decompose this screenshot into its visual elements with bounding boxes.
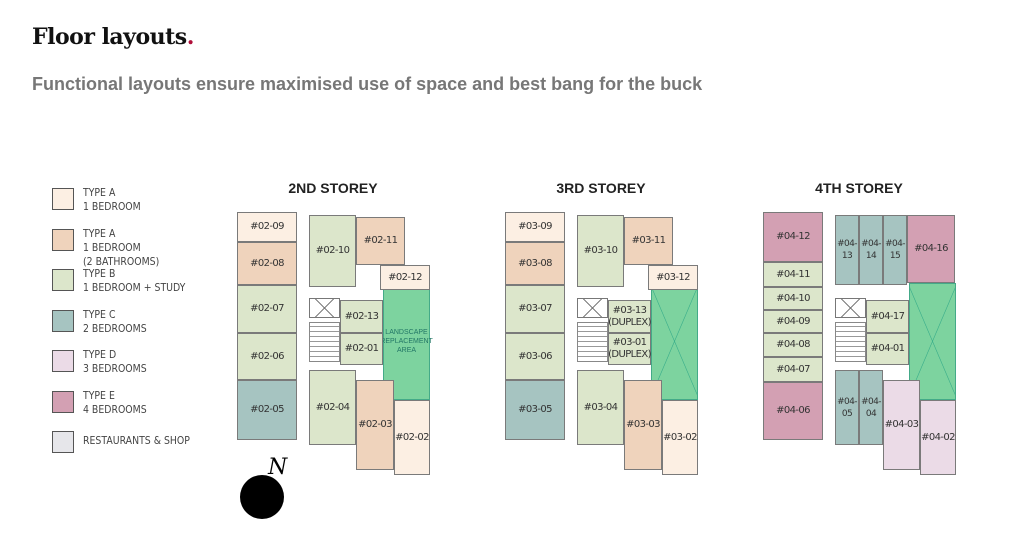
legend-swatch — [52, 350, 74, 372]
page-title: Floor layouts. — [32, 24, 194, 50]
legend-swatch — [52, 309, 74, 332]
unit-02-12: #02-12 — [380, 265, 430, 290]
title-text: Floor layouts — [32, 24, 187, 50]
legend-item: RESTAURANTS & SHOP — [52, 429, 209, 453]
legend-swatch — [52, 269, 74, 291]
storey-title: 4TH STOREY — [815, 180, 903, 196]
legend-label-line: 1 BEDROOM — [83, 200, 141, 213]
unit-03-11: #03-11 — [624, 217, 673, 265]
legend-label-line: 1 BEDROOM — [83, 240, 141, 254]
unit-02-08: #02-08 — [237, 242, 297, 285]
unit-04-02: #04-02 — [920, 400, 956, 475]
legend-swatch — [52, 390, 74, 413]
unit-03-08: #03-08 — [505, 242, 565, 285]
page-subtitle: Functional layouts ensure maximised use … — [32, 74, 703, 94]
legend-swatch — [52, 431, 74, 453]
legend-label-line: 4 BEDROOMS — [83, 402, 147, 416]
compass-north-label: N — [268, 455, 288, 480]
landscape-area — [651, 283, 698, 400]
unit-04-15: #04-15 — [883, 215, 907, 285]
legend-label-line: TYPE A — [83, 186, 116, 199]
unit-04-03: #04-03 — [883, 380, 920, 470]
unit-03-05: #03-05 — [505, 380, 565, 440]
landscape-area — [909, 283, 956, 400]
legend-label-line: (2 BATHROOMS) — [83, 254, 160, 268]
unit-02-10: #02-10 — [309, 215, 356, 287]
unit-04-04: #04-04 — [859, 370, 883, 445]
legend-swatch — [52, 228, 74, 251]
unit-03-07: #03-07 — [505, 285, 565, 333]
unit-04-10: #04-10 — [763, 287, 823, 310]
unit-03-02: #03-02 — [662, 400, 698, 475]
legend-label-line: TYPE A — [83, 226, 116, 240]
unit-02-02: #02-02 — [394, 400, 430, 475]
legend-label-line: TYPE B — [83, 267, 116, 280]
lift-icon — [577, 298, 608, 318]
unit-02-06: #02-06 — [237, 333, 297, 380]
unit-04-17: #04-17 — [866, 300, 909, 333]
title-dot: . — [186, 24, 195, 50]
unit-02-01: #02-01 — [340, 333, 383, 365]
unit-04-01: #04-01 — [866, 333, 909, 365]
staircase-icon — [835, 322, 866, 362]
legend-label: RESTAURANTS & SHOP — [83, 429, 190, 448]
legend-label-line: TYPE D — [83, 348, 117, 361]
staircase-icon — [309, 322, 340, 362]
unit-03-04: #03-04 — [577, 370, 624, 445]
legend-label-line: TYPE E — [83, 388, 115, 402]
unit-04-11: #04-11 — [763, 262, 823, 287]
compass-icon — [240, 475, 284, 519]
unit-03-06: #03-06 — [505, 333, 565, 380]
unit-02-09: #02-09 — [237, 212, 297, 242]
legend-label-line: TYPE C — [83, 307, 116, 321]
unit-04-06: #04-06 — [763, 382, 823, 440]
unit-03-09: #03-09 — [505, 212, 565, 242]
unit-02-05: #02-05 — [237, 380, 297, 440]
unit-04-09: #04-09 — [763, 310, 823, 333]
lift-icon — [835, 298, 866, 318]
unit-02-07: #02-07 — [237, 285, 297, 333]
legend-swatch — [52, 188, 74, 210]
legend-label-line: 2 BEDROOMS — [83, 321, 147, 335]
legend-label-line: 1 BEDROOM + STUDY — [83, 281, 186, 294]
unit-02-13: #02-13 — [340, 300, 383, 333]
unit-03-13: #03-13 (DUPLEX) — [608, 300, 652, 333]
legend-label-line: RESTAURANTS & SHOP — [83, 434, 190, 447]
unit-04-07: #04-07 — [763, 357, 823, 382]
unit-02-11: #02-11 — [356, 217, 405, 265]
unit-04-12: #04-12 — [763, 212, 823, 262]
unit-04-08: #04-08 — [763, 333, 823, 357]
unit-03-01: #03-01 (DUPLEX) — [608, 333, 652, 365]
staircase-icon — [577, 322, 608, 362]
unit-03-03: #03-03 — [624, 380, 662, 470]
unit-04-05: #04-05 — [835, 370, 859, 445]
unit-02-03: #02-03 — [356, 380, 394, 470]
storey-title: 2ND STOREY — [288, 180, 378, 196]
unit-04-13: #04-13 — [835, 215, 859, 285]
storey-title: 3RD STOREY — [556, 180, 646, 196]
unit-02-04: #02-04 — [309, 370, 356, 445]
unit-03-10: #03-10 — [577, 215, 624, 287]
legend-label-line: 3 BEDROOMS — [83, 362, 147, 375]
unit-04-16: #04-16 — [907, 215, 955, 283]
unit-03-12: #03-12 — [648, 265, 698, 290]
lift-icon — [309, 298, 340, 318]
unit-04-14: #04-14 — [859, 215, 883, 285]
